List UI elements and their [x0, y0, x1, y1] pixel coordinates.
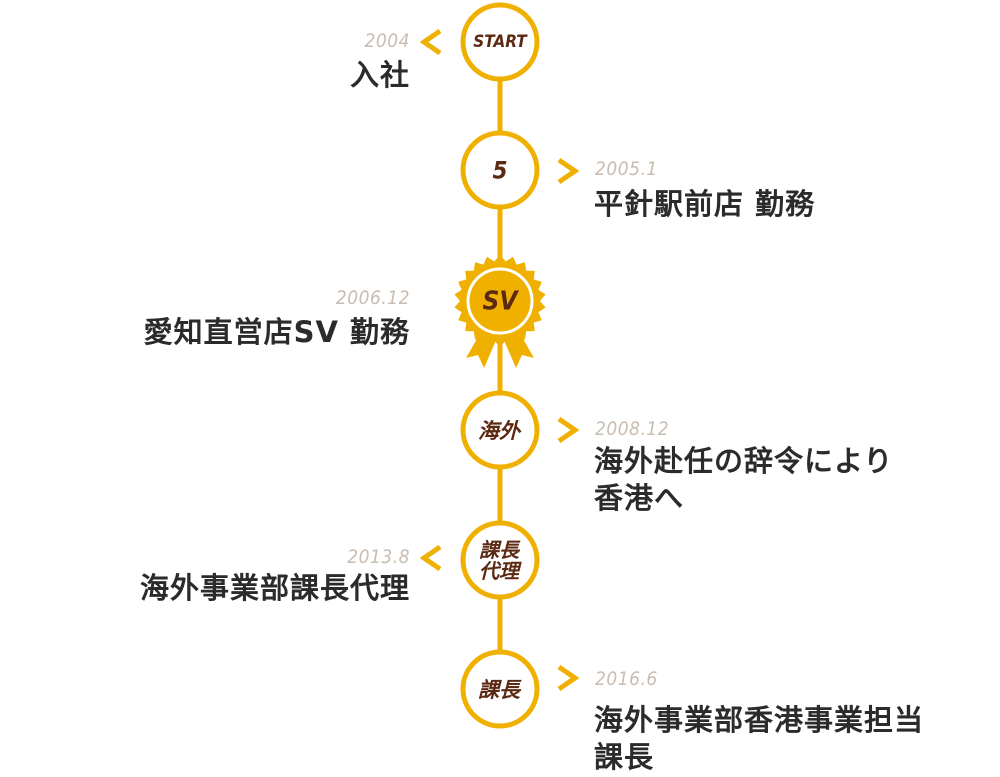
node-label-5: 5 — [492, 156, 508, 185]
milestone-event: 平針駅前店 勤務 — [594, 186, 815, 223]
milestone-year: 2004 — [364, 30, 410, 52]
event-line: 愛知直営店SV 勤務 — [143, 315, 410, 349]
arrow-left-icon — [419, 28, 442, 56]
milestone-event: 海外事業部課長代理 — [140, 570, 410, 607]
node-label-manager: 課長 — [478, 677, 520, 702]
node-label-sv: SV — [482, 286, 518, 317]
arrow-right-icon — [557, 416, 580, 444]
milestone-year: 2016.6 — [595, 668, 658, 690]
milestone-node-start — [460, 2, 540, 82]
event-line: 香港へ — [594, 481, 685, 515]
arrow-left-icon — [419, 544, 442, 572]
milestone-node-manager — [460, 649, 540, 729]
milestone-event: 愛知直営店SV 勤務 — [144, 314, 410, 351]
event-line: 海外事業部課長代理 — [139, 571, 410, 605]
milestone-year: 2013.8 — [347, 546, 410, 568]
event-line: 課長 — [594, 740, 655, 774]
event-line: 平針駅前店 勤務 — [594, 187, 816, 221]
milestone-year: 2005.1 — [595, 158, 658, 180]
milestone-node-5 — [460, 130, 540, 210]
milestone-node-deputy-manager — [460, 520, 540, 600]
seal-badge-inner — [466, 267, 534, 335]
node-label-start: START — [473, 32, 527, 53]
node-label-deputy-manager: 課長 代理 — [479, 540, 519, 582]
milestone-year: 2008.12 — [595, 418, 670, 440]
node-label-line: 課長 — [479, 538, 519, 562]
milestone-year: 2006.12 — [335, 287, 410, 309]
node-label-overseas: 海外 — [478, 418, 520, 443]
arrow-right-icon — [557, 157, 580, 185]
milestone-event: 海外事業部香港事業担当 課長 — [594, 702, 924, 776]
milestone-node-overseas — [460, 390, 540, 470]
milestone-event: 入社 — [350, 57, 410, 94]
event-line: 海外事業部香港事業担当 — [594, 703, 925, 737]
event-line: 入社 — [349, 58, 410, 92]
milestone-event: 海外赴任の辞令により 香港へ — [594, 443, 893, 517]
event-line: 海外赴任の辞令により — [594, 444, 894, 478]
node-label-line: 代理 — [479, 559, 519, 583]
arrow-right-icon — [557, 664, 580, 692]
